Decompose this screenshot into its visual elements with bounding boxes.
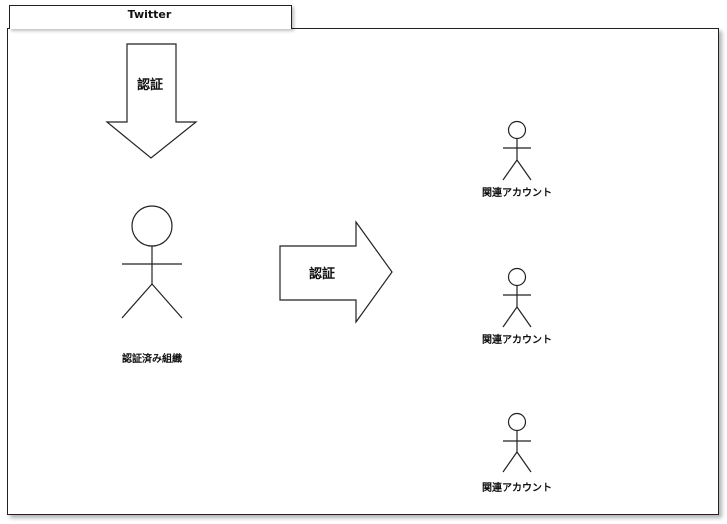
package-tab	[9, 5, 292, 29]
actor-related-label: 関連アカウント	[482, 481, 552, 494]
down-arrow-label: 認証	[137, 77, 163, 93]
actor-related-label: 関連アカウント	[482, 333, 552, 346]
actor-main-label: 認証済み組織	[122, 352, 182, 365]
actor-related	[502, 412, 532, 473]
right-arrow	[279, 220, 393, 324]
actor-related	[502, 120, 532, 181]
actor-main	[121, 205, 183, 319]
down-arrow	[105, 43, 198, 159]
right-arrow-label: 認証	[309, 266, 335, 282]
package-title: Twitter	[127, 8, 172, 21]
actor-related-label: 関連アカウント	[482, 186, 552, 199]
actor-related	[502, 267, 532, 328]
